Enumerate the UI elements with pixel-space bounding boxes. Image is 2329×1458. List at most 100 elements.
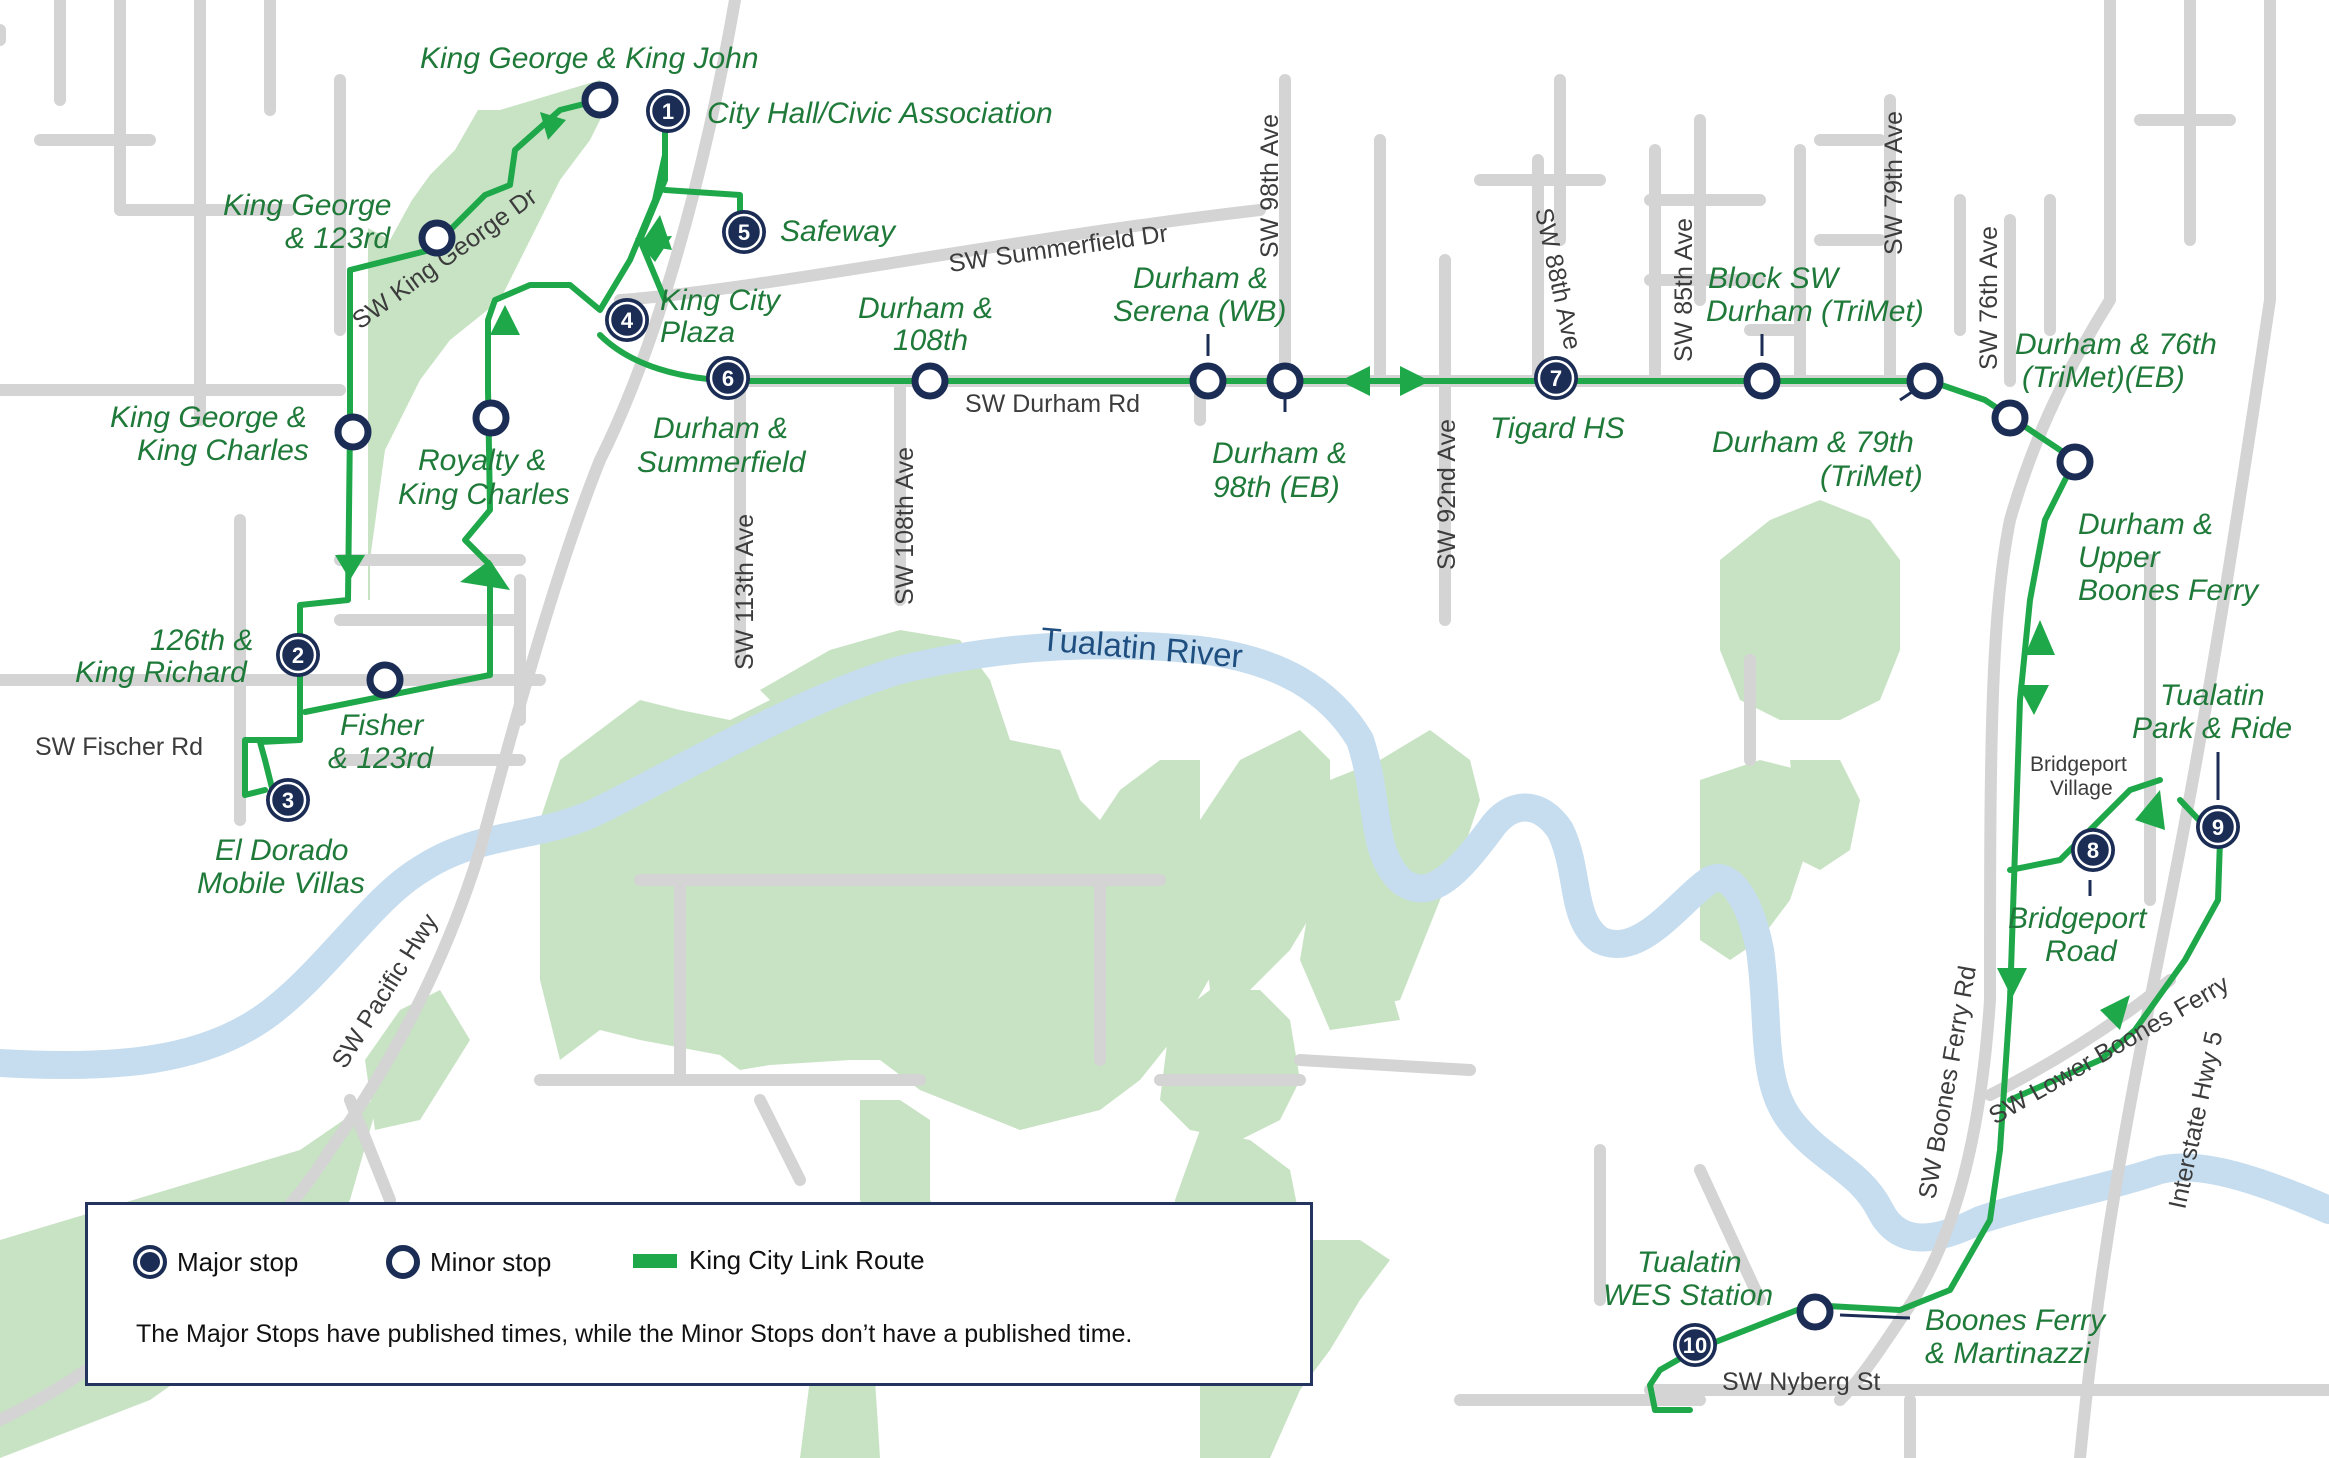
route-arrow (2018, 685, 2049, 715)
major-stops: 1 2 3 4 5 6 7 8 9 10 (266, 89, 2240, 1367)
label-tigard-hs: Tigard HS (1490, 412, 1625, 445)
legend-minor-stop: Minor stop (386, 1245, 551, 1279)
road-label-durham: SW Durham Rd (965, 390, 1140, 418)
major-stop-3[interactable]: 3 (266, 778, 310, 822)
label-durham-serena-2: Serena (WB) (1113, 295, 1286, 328)
label-126th-2: King Richard (75, 656, 248, 689)
label-block-sw-durham-1: Block SW (1708, 262, 1841, 295)
label-durham-serena-1: Durham & (1133, 262, 1268, 295)
minor-stop-durham-76th[interactable] (1991, 399, 2029, 437)
minor-stop-durham-upper-boones[interactable] (2056, 443, 2094, 481)
minor-stop-king-george-king-charles[interactable] (334, 413, 372, 451)
stop-number: 10 (1683, 1333, 1707, 1358)
label-durham-summerfield-2: Summerfield (637, 446, 807, 479)
route-arrow (335, 555, 365, 580)
road-label-92nd: SW 92nd Ave (1433, 419, 1461, 570)
major-stop-icon (133, 1245, 167, 1279)
label-wes-2: WES Station (1603, 1279, 1773, 1312)
major-stop-6[interactable]: 6 (706, 356, 750, 400)
label-upper-boones-2: Upper (2078, 541, 2161, 574)
legend-major-stop: Major stop (133, 1245, 298, 1279)
stop-number: 7 (1550, 366, 1562, 391)
label-royalty-1: Royalty & (418, 444, 546, 477)
label-royalty-2: King Charles (398, 478, 570, 511)
label-wes-1: Tualatin (1637, 1246, 1742, 1279)
legend-route: King City Link Route (633, 1245, 925, 1276)
label-king-george-king-charles-1: King George & (110, 401, 307, 434)
place-label-line-1: Bridgeport (2030, 753, 2127, 776)
road-label-108th: SW 108th Ave (891, 447, 919, 605)
road-label-fischer: SW Fischer Rd (35, 733, 203, 761)
label-durham-79th-1: Durham & 79th (1712, 426, 1914, 459)
route-arrows (335, 112, 2165, 1030)
minor-stop-durham-108th[interactable] (911, 362, 949, 400)
label-el-dorado-1: El Dorado (215, 834, 348, 867)
label-martinazzi-1: Boones Ferry (1925, 1304, 2107, 1337)
minor-stop-king-george-123rd[interactable] (418, 219, 456, 257)
legend-note: The Major Stops have published times, wh… (136, 1320, 1133, 1348)
major-stop-4[interactable]: 4 (605, 298, 649, 342)
major-stop-1[interactable]: 1 (646, 89, 690, 133)
legend-major-label: Major stop (177, 1246, 299, 1277)
major-stop-9[interactable]: 9 (2196, 805, 2240, 849)
stop-number: 6 (722, 366, 734, 391)
route-arrow (2025, 620, 2055, 655)
label-126th-1: 126th & (150, 624, 253, 657)
label-durham-79th-2: (TriMet) (1820, 460, 1923, 493)
road-label-79th: SW 79th Ave (1880, 111, 1908, 255)
label-park-ride-1: Tualatin (2160, 679, 2265, 712)
label-king-george-king-charles-2: King Charles (137, 434, 309, 467)
route-arrow (1340, 366, 1370, 396)
minor-stop-durham-serena-wb[interactable] (1189, 362, 1227, 400)
minor-stop-royalty-king-charles[interactable] (472, 399, 510, 437)
stop-number: 2 (292, 643, 304, 668)
label-park-ride-2: Park & Ride (2132, 712, 2292, 745)
route-arrow (1997, 968, 2027, 998)
road-label-nyberg: SW Nyberg St (1722, 1368, 1880, 1396)
road-label-113th: SW 113th Ave (731, 514, 759, 670)
stop-number: 9 (2212, 815, 2224, 840)
tualatin-river (0, 631, 2329, 1252)
label-king-george-123rd-1: King George (223, 189, 391, 222)
label-king-city-plaza-2: Plaza (660, 316, 735, 349)
route-line-icon (633, 1253, 677, 1268)
route-arrow (635, 236, 672, 262)
label-durham-108th-1: Durham & (858, 292, 993, 325)
major-stop-7[interactable]: 7 (1534, 356, 1578, 400)
label-upper-boones-3: Boones Ferry (2078, 574, 2260, 607)
label-fisher-2: & 123rd (328, 742, 434, 775)
minor-stops (334, 81, 2094, 1331)
minor-stop-boones-ferry-martinazzi[interactable] (1796, 1293, 1834, 1331)
minor-stop-durham-79th[interactable] (1906, 362, 1944, 400)
stop-number: 4 (621, 308, 634, 333)
legend-minor-label: Minor stop (430, 1246, 552, 1277)
minor-stop-block-sw-durham[interactable] (1743, 362, 1781, 400)
label-durham-98th-1: Durham & (1212, 437, 1347, 470)
river-label: Tualatin River (1039, 620, 1244, 674)
map-legend: Major stop Minor stop King City Link Rou… (85, 1202, 1313, 1386)
stop-number: 8 (2087, 838, 2099, 863)
route-arrow (540, 112, 566, 140)
label-king-george-123rd-2: & 123rd (285, 222, 391, 255)
major-stop-2[interactable]: 2 (276, 633, 320, 677)
road-label-76th: SW 76th Ave (1975, 226, 2003, 370)
major-stop-5[interactable]: 5 (722, 210, 766, 254)
label-king-george-king-john: King George & King John (420, 42, 759, 75)
minor-stop-king-george-king-john[interactable] (581, 81, 619, 119)
route-arrow (490, 305, 520, 335)
stop-number: 5 (738, 220, 750, 245)
major-stop-8[interactable]: 8 (2071, 828, 2115, 872)
label-durham-76th-1: Durham & 76th (2015, 328, 2217, 361)
label-safeway: Safeway (780, 215, 897, 248)
route-arrow (2100, 995, 2130, 1030)
minor-stop-fisher-123rd[interactable] (366, 661, 404, 699)
label-bridgeport-2: Road (2045, 935, 2118, 968)
route-arrow (460, 560, 510, 590)
place-label-line-2: Village (2050, 777, 2113, 800)
stop-labels: King George & King John City Hall/Civic … (75, 42, 2292, 1370)
minor-stop-durham-98th-eb[interactable] (1266, 362, 1304, 400)
route-arrow (1400, 366, 1430, 396)
major-stop-10[interactable]: 10 (1673, 1323, 1717, 1367)
label-el-dorado-2: Mobile Villas (197, 867, 365, 900)
legend-route-label: King City Link Route (689, 1245, 925, 1275)
